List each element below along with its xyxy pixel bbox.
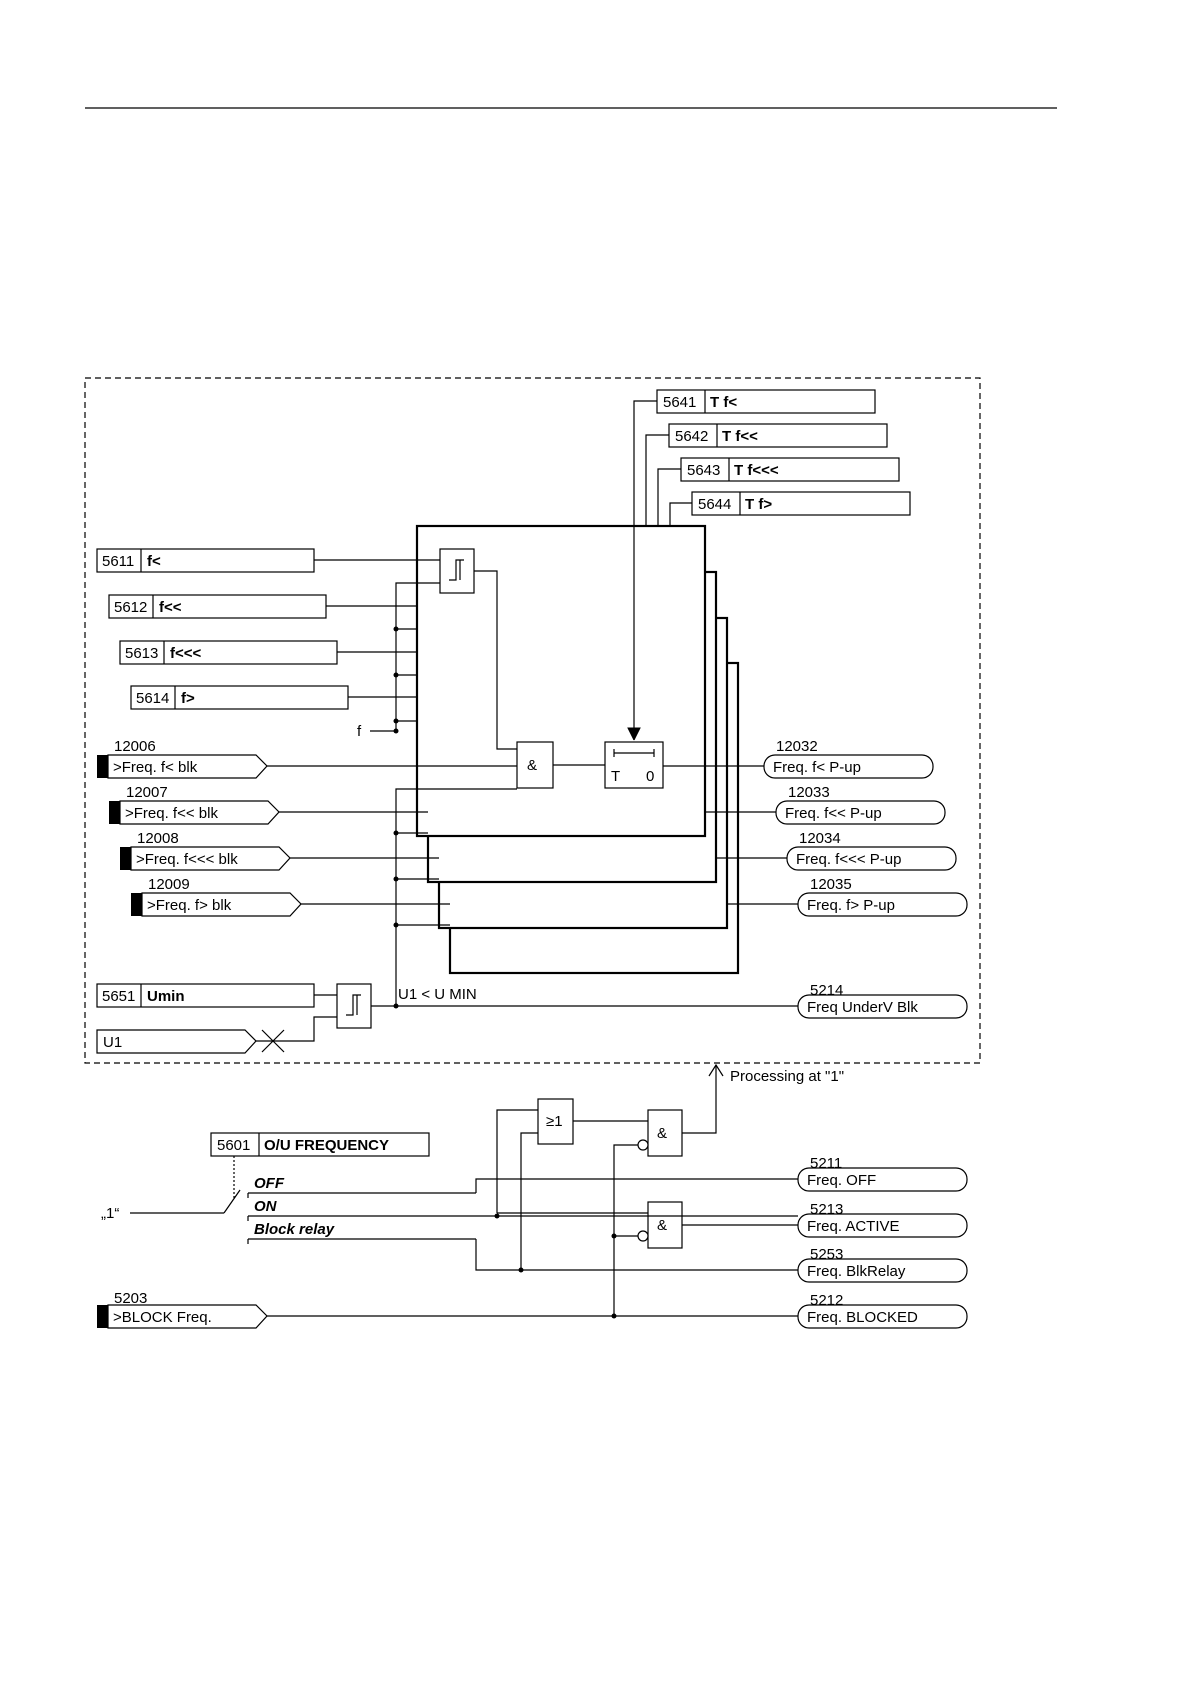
input-12006: 12006 >Freq. f< blk bbox=[97, 738, 268, 779]
setting-number: 5612 bbox=[114, 599, 147, 616]
input-label: >Freq. f<<< blk bbox=[136, 851, 238, 868]
timer-t-label: T bbox=[611, 768, 620, 785]
output-label: Freq. ACTIVE bbox=[807, 1218, 900, 1235]
input-5203: 5203 >BLOCK Freq. bbox=[97, 1290, 268, 1329]
and-gate-stage bbox=[516, 741, 554, 789]
output-12035: 12035 Freq. f> P-up bbox=[797, 876, 968, 917]
setting-number: 5601 bbox=[217, 1137, 250, 1154]
input-label: >Freq. f> blk bbox=[147, 897, 232, 914]
output-label: Freq UnderV Blk bbox=[807, 999, 918, 1016]
mode-switch bbox=[223, 1189, 241, 1214]
output-12032: 12032 Freq. f< P-up bbox=[763, 738, 934, 779]
setting-label: T f<< bbox=[722, 428, 758, 445]
output-5213: 5213 Freq. ACTIVE bbox=[797, 1201, 968, 1238]
setting-5644: 5644 T f> bbox=[691, 491, 911, 516]
setting-label: f<<< bbox=[170, 645, 202, 662]
input-12009: 12009 >Freq. f> blk bbox=[131, 876, 302, 917]
input-number: 12007 bbox=[126, 784, 168, 801]
output-number: 12033 bbox=[788, 784, 830, 801]
setting-label: f<< bbox=[159, 599, 182, 616]
setting-5601: 5601 O/U FREQUENCY bbox=[210, 1132, 430, 1157]
setting-5641: 5641 T f< bbox=[656, 389, 876, 414]
setting-number: 5614 bbox=[136, 690, 169, 707]
setting-number: 5651 bbox=[102, 988, 135, 1005]
setting-number: 5642 bbox=[675, 428, 708, 445]
output-12034: 12034 Freq. f<<< P-up bbox=[786, 830, 957, 871]
output-label: Freq. f<< P-up bbox=[785, 805, 882, 822]
output-label: Freq. f<<< P-up bbox=[796, 851, 901, 868]
setting-label: f< bbox=[147, 553, 161, 570]
output-5214: 5214 Freq UnderV Blk bbox=[797, 982, 968, 1019]
setting-label: T f< bbox=[710, 394, 737, 411]
output-label: Freq. f> P-up bbox=[807, 897, 895, 914]
input-number: 12009 bbox=[148, 876, 190, 893]
input-number: 5203 bbox=[114, 1290, 147, 1307]
output-number: 12032 bbox=[776, 738, 818, 755]
setting-number: 5641 bbox=[663, 394, 696, 411]
output-5212: 5212 Freq. BLOCKED bbox=[797, 1292, 968, 1329]
input-12008: 12008 >Freq. f<<< blk bbox=[120, 830, 291, 871]
output-number: 12035 bbox=[810, 876, 852, 893]
processing-label: Processing at "1" bbox=[730, 1068, 844, 1085]
output-label: Freq. OFF bbox=[807, 1172, 876, 1189]
and-symbol: & bbox=[657, 1125, 667, 1142]
constant-one-label: „1“ bbox=[101, 1205, 119, 1222]
setting-5614: 5614 f> bbox=[130, 685, 349, 710]
u1-input: U1 bbox=[96, 1029, 257, 1054]
output-number: 12034 bbox=[799, 830, 841, 847]
and-symbol: & bbox=[527, 757, 537, 774]
output-12033: 12033 Freq. f<< P-up bbox=[775, 784, 946, 825]
input-number: 12006 bbox=[114, 738, 156, 755]
setting-5613: 5613 f<<< bbox=[119, 640, 338, 665]
setting-5611: 5611 f< bbox=[96, 548, 315, 573]
f-input-label: f bbox=[357, 723, 362, 740]
input-label: >Freq. f< blk bbox=[113, 759, 198, 776]
and-gate-processing bbox=[647, 1109, 683, 1157]
input-label: >BLOCK Freq. bbox=[113, 1309, 212, 1326]
or-symbol: ≥1 bbox=[546, 1113, 563, 1130]
switch-block-relay-label: Block relay bbox=[254, 1221, 335, 1238]
u1-umin-label: U1 < U MIN bbox=[398, 986, 477, 1003]
setting-label: T f> bbox=[745, 496, 772, 513]
setting-label: T f<<< bbox=[734, 462, 779, 479]
timer-0-label: 0 bbox=[646, 768, 654, 785]
setting-number: 5613 bbox=[125, 645, 158, 662]
setting-5651: 5651 Umin bbox=[96, 983, 315, 1008]
setting-5642: 5642 T f<< bbox=[668, 423, 888, 448]
output-label: Freq. BLOCKED bbox=[807, 1309, 918, 1326]
input-12007: 12007 >Freq. f<< blk bbox=[109, 784, 280, 825]
output-5253: 5253 Freq. BlkRelay bbox=[797, 1246, 968, 1283]
and-symbol: & bbox=[657, 1217, 667, 1234]
output-label: Freq. BlkRelay bbox=[807, 1263, 906, 1280]
setting-label: Umin bbox=[147, 988, 185, 1005]
setting-5612: 5612 f<< bbox=[108, 594, 327, 619]
switch-on-label: ON bbox=[254, 1198, 278, 1215]
undervoltage-comparator bbox=[336, 983, 372, 1029]
setting-number: 5611 bbox=[102, 553, 134, 570]
delay-timer bbox=[604, 741, 664, 789]
output-label: Freq. f< P-up bbox=[773, 759, 861, 776]
and-gate-active bbox=[647, 1201, 683, 1249]
setting-label: f> bbox=[181, 690, 195, 707]
setting-5643: 5643 T f<<< bbox=[680, 457, 900, 482]
input-label: >Freq. f<< blk bbox=[125, 805, 218, 822]
setting-number: 5643 bbox=[687, 462, 720, 479]
frequency-comparator bbox=[439, 548, 475, 594]
setting-label: O/U FREQUENCY bbox=[264, 1137, 389, 1154]
u1-label: U1 bbox=[103, 1034, 122, 1051]
output-5211: 5211 Freq. OFF bbox=[797, 1155, 968, 1192]
switch-off-label: OFF bbox=[254, 1175, 285, 1192]
or-gate bbox=[537, 1098, 574, 1145]
setting-number: 5644 bbox=[698, 496, 731, 513]
input-number: 12008 bbox=[137, 830, 179, 847]
